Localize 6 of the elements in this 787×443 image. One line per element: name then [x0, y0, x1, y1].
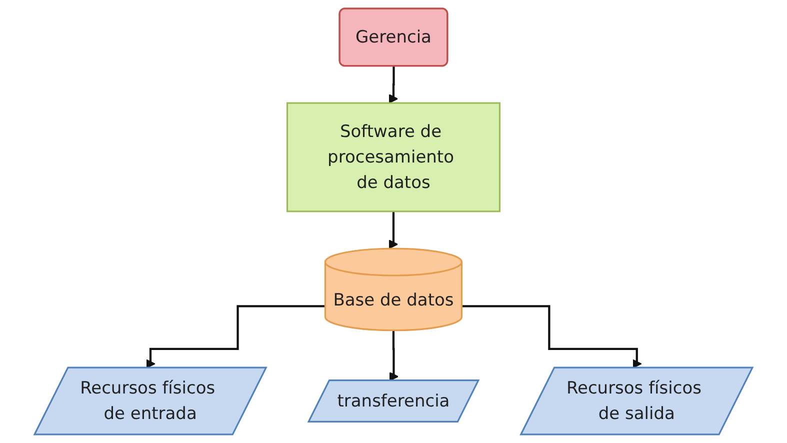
arrow [462, 305, 642, 369]
arrow [388, 65, 398, 104]
arrow [388, 210, 398, 249]
node-box: Software de procesamiento de datos [286, 102, 501, 212]
arrow [146, 305, 326, 369]
arrow [389, 329, 399, 382]
